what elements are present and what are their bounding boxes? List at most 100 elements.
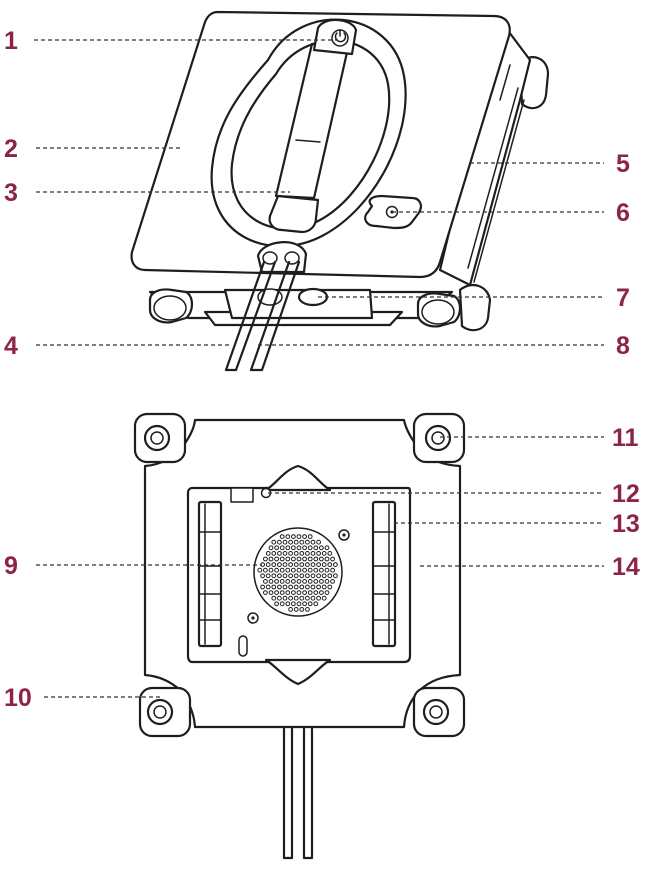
- callout-12: 12: [612, 480, 640, 508]
- grille-hole: [282, 539, 288, 545]
- grille-hole: [302, 534, 308, 539]
- grille-hole: [296, 534, 302, 539]
- grille-hole: [307, 567, 313, 573]
- bottom-view-device: [133, 412, 466, 860]
- grille-hole: [299, 562, 305, 567]
- grille-hole: [279, 534, 285, 539]
- grille-hole: [310, 539, 316, 545]
- grille-hole: [279, 601, 285, 607]
- grille-hole: [271, 562, 277, 567]
- grille-hole: [263, 579, 268, 584]
- grille-hole: [327, 551, 333, 556]
- grille-hole: [285, 601, 291, 607]
- grille-hole: [324, 590, 330, 595]
- grille-hole: [302, 579, 308, 584]
- grille-hole: [282, 584, 288, 590]
- grille-hole: [293, 551, 299, 556]
- left-track: [197, 500, 223, 648]
- grille-hole: [296, 590, 302, 595]
- grille-hole: [321, 573, 327, 579]
- grille-hole: [307, 590, 313, 595]
- grille-hole: [263, 567, 268, 573]
- callout-9: 9: [4, 552, 18, 580]
- grille-hole: [313, 545, 319, 551]
- grille-hole: [313, 556, 319, 562]
- grille-hole: [277, 584, 282, 590]
- grille-hole: [310, 584, 316, 590]
- grille-hole: [260, 584, 266, 590]
- grille-hole: [319, 545, 324, 551]
- grille-hole: [285, 556, 291, 562]
- grille-hole: [319, 579, 324, 584]
- safety-cable-bottom: [282, 726, 314, 860]
- grille-hole: [310, 551, 316, 556]
- grille-hole: [310, 595, 316, 601]
- grille-hole: [305, 607, 310, 612]
- grille-hole: [324, 567, 330, 573]
- grille-hole: [316, 562, 322, 567]
- grille-hole: [299, 607, 305, 612]
- grille-hole: [288, 539, 294, 545]
- grille-hole: [274, 601, 280, 607]
- grille-hole: [305, 539, 310, 545]
- grille-hole: [313, 567, 319, 573]
- grille-hole: [279, 545, 285, 551]
- grille-hole: [265, 573, 271, 579]
- grille-hole: [291, 556, 296, 562]
- grille-hole: [291, 567, 296, 573]
- grille-hole: [291, 534, 296, 539]
- grille-hole: [293, 595, 299, 601]
- grille-hole: [307, 534, 313, 539]
- grille-hole: [293, 584, 299, 590]
- grille-hole: [302, 556, 308, 562]
- grille-hole: [277, 539, 282, 545]
- grille-hole: [299, 595, 305, 601]
- grille-hole: [327, 584, 333, 590]
- grille-hole: [305, 595, 310, 601]
- corner-foot-top-left: [133, 412, 187, 464]
- grille-hole: [271, 584, 277, 590]
- grille-hole: [302, 601, 308, 607]
- callout-4: 4: [4, 332, 18, 360]
- grille-hole: [274, 590, 280, 595]
- grille-hole: [333, 573, 338, 579]
- grille-hole: [299, 584, 305, 590]
- grille-hole: [299, 551, 305, 556]
- grille-hole: [305, 573, 310, 579]
- grille-hole: [305, 551, 310, 556]
- grille-hole: [313, 601, 319, 607]
- grille-hole: [293, 539, 299, 545]
- plate-tab-top: [264, 464, 332, 492]
- grille-hole: [321, 551, 327, 556]
- grille-hole: [305, 562, 310, 567]
- grille-hole: [279, 567, 285, 573]
- grille-hole: [333, 562, 338, 567]
- grille-hole: [316, 551, 322, 556]
- grille-hole: [293, 562, 299, 567]
- callout-1: 1: [4, 27, 18, 55]
- grille-hole: [274, 556, 280, 562]
- callout-5: 5: [616, 150, 630, 178]
- grille-hole: [288, 595, 294, 601]
- grille-hole: [288, 573, 294, 579]
- callout-7: 7: [616, 284, 630, 312]
- grille-hole: [330, 556, 336, 562]
- callout-leaders: [34, 39, 604, 698]
- grille-hole: [268, 556, 274, 562]
- callout-13: 13: [612, 510, 640, 538]
- grille-hole: [321, 595, 327, 601]
- grille-hole: [302, 567, 308, 573]
- grille-hole: [268, 545, 274, 551]
- grille-hole: [319, 590, 324, 595]
- corner-foot-bottom-right: [412, 686, 466, 738]
- grille-hole: [307, 579, 313, 584]
- callout-2: 2: [4, 135, 18, 163]
- grille-hole: [271, 595, 277, 601]
- grille-hole: [279, 579, 285, 584]
- grille-hole: [313, 579, 319, 584]
- grille-hole: [285, 545, 291, 551]
- grille-hole: [321, 584, 327, 590]
- grille-hole: [324, 545, 330, 551]
- grille-hole: [310, 573, 316, 579]
- grille-hole: [293, 607, 299, 612]
